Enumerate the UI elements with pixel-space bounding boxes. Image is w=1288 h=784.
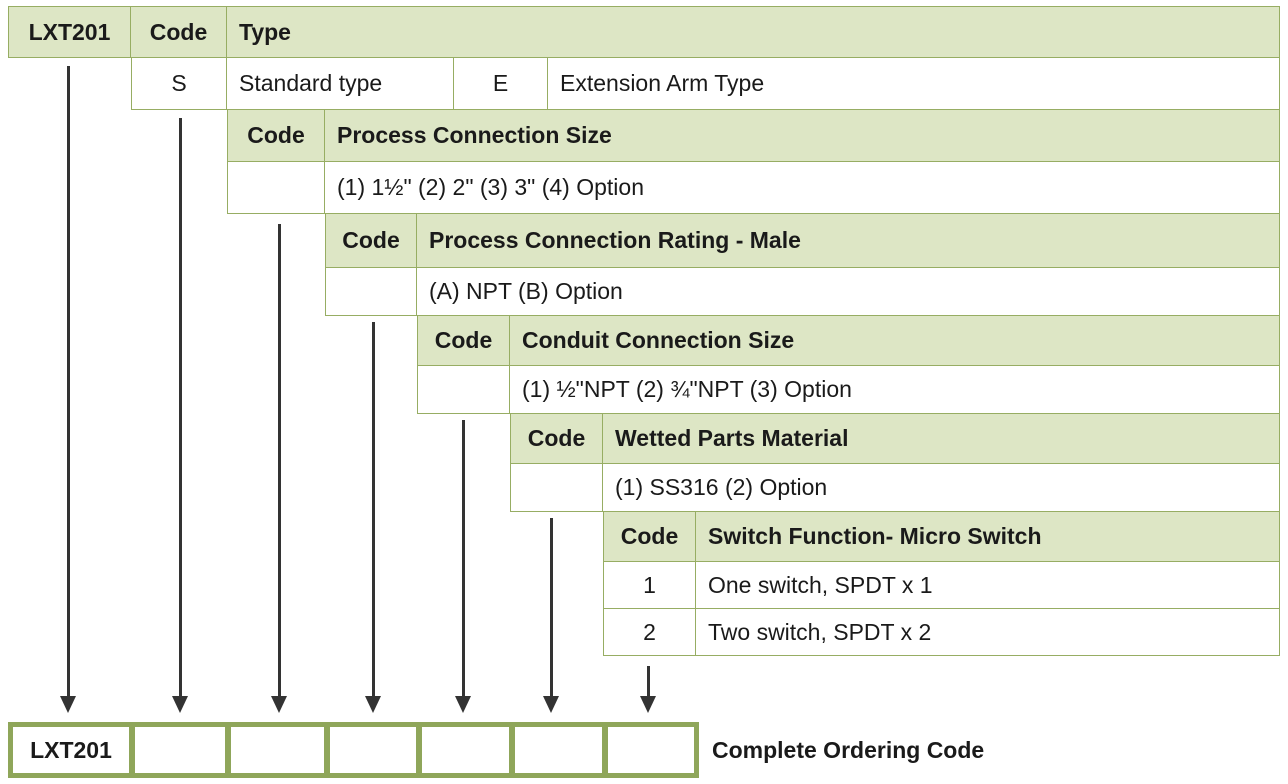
wpm-code-blank xyxy=(510,464,603,512)
pcr-title: Process Connection Rating - Male xyxy=(417,214,1280,268)
pcr-code-blank xyxy=(325,268,417,316)
sf-option-code-2: 2 xyxy=(603,609,696,656)
pcs-code-header: Code xyxy=(227,110,325,162)
pcr-code-header: Code xyxy=(325,214,417,268)
ordering-box-process-connection-rating[interactable] xyxy=(325,722,421,778)
wpm-code-header: Code xyxy=(510,414,603,464)
ccs-title: Conduit Connection Size xyxy=(510,316,1280,366)
sf-option-label-2: Two switch, SPDT x 2 xyxy=(696,609,1280,656)
ccs-code-blank xyxy=(417,366,510,414)
ordering-box-conduit-connection-size[interactable] xyxy=(417,722,514,778)
ordering-box-switch-function[interactable] xyxy=(603,722,699,778)
pcs-title: Process Connection Size xyxy=(325,110,1280,162)
ordering-box-wetted-parts-material[interactable] xyxy=(510,722,607,778)
type-title: Type xyxy=(227,6,1280,58)
sf-option-label-1: One switch, SPDT x 1 xyxy=(696,562,1280,609)
model-header: LXT201 xyxy=(8,6,131,58)
pcs-options: (1) 1½" (2) 2" (3) 3" (4) Option xyxy=(325,162,1280,214)
ordering-box-process-connection-size[interactable] xyxy=(226,722,329,778)
wpm-title: Wetted Parts Material xyxy=(603,414,1280,464)
complete-ordering-code-label: Complete Ordering Code xyxy=(712,736,985,763)
ordering-box-type[interactable] xyxy=(130,722,230,778)
sf-title: Switch Function- Micro Switch xyxy=(696,512,1280,562)
type-option-label-s: Standard type xyxy=(227,58,454,110)
ordering-box-model: LXT201 xyxy=(8,722,134,778)
type-option-code-e: E xyxy=(454,58,548,110)
pcs-code-blank xyxy=(227,162,325,214)
ccs-options: (1) ½"NPT (2) ¾"NPT (3) Option xyxy=(510,366,1280,414)
ccs-code-header: Code xyxy=(417,316,510,366)
pcr-options: (A) NPT (B) Option xyxy=(417,268,1280,316)
sf-code-header: Code xyxy=(603,512,696,562)
type-code-header: Code xyxy=(131,6,227,58)
sf-option-code-1: 1 xyxy=(603,562,696,609)
type-option-code-s: S xyxy=(131,58,227,110)
wpm-options: (1) SS316 (2) Option xyxy=(603,464,1280,512)
type-option-label-e: Extension Arm Type xyxy=(548,58,1280,110)
